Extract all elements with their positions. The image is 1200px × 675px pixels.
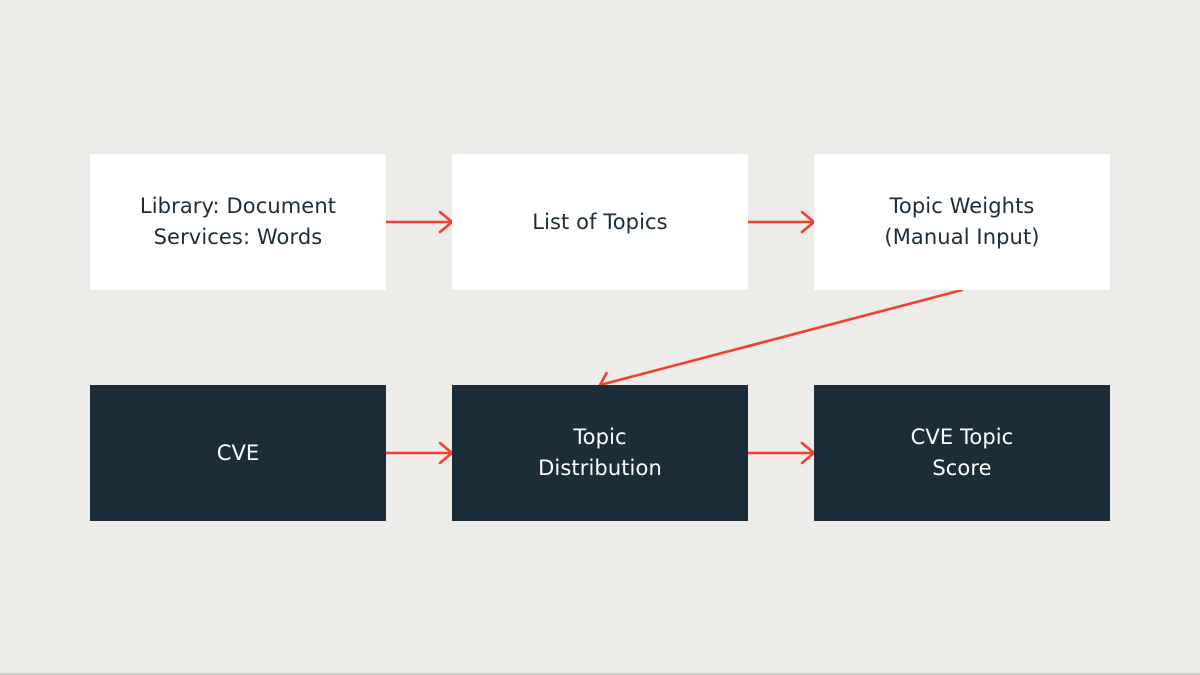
arrow-distribution-to-score [746,441,816,465]
node-list-of-topics: List of Topics [452,154,748,290]
node-label: Library: Document Services: Words [139,194,337,249]
node-label: List of Topics [532,209,668,234]
node-cve: CVE [90,385,386,521]
node-cve-topic-score: CVE Topic Score [814,385,1110,521]
bottom-divider [0,673,1200,675]
node-label: CVE Topic Score [910,425,1014,480]
node-topic-weights: Topic Weights (Manual Input) [814,154,1110,290]
node-label: CVE [216,440,260,465]
arrow-cve-to-distribution [384,441,454,465]
arrow-library-to-topics [384,210,454,234]
arrow-topics-to-weights [746,210,816,234]
node-label: Topic Distribution [538,425,662,480]
node-label: Topic Weights (Manual Input) [884,194,1040,249]
node-library-services: Library: Document Services: Words [90,154,386,290]
node-topic-distribution: Topic Distribution [452,385,748,521]
arrow-weights-to-distribution [598,288,964,392]
